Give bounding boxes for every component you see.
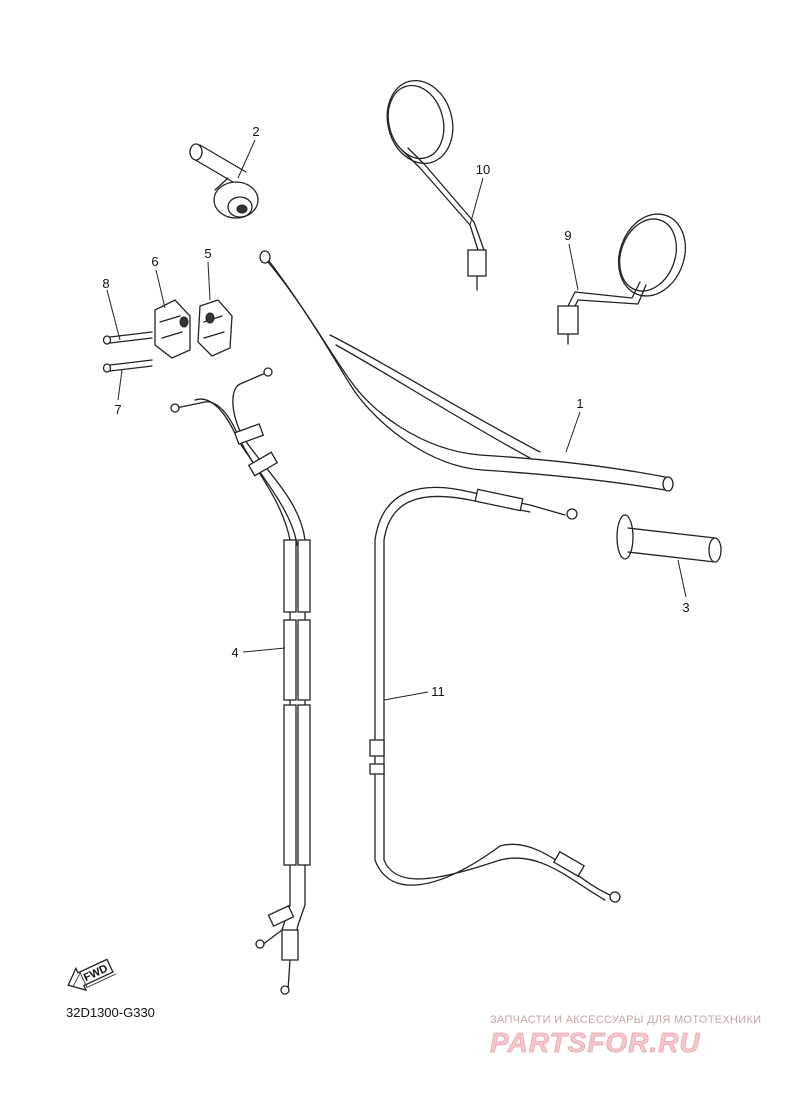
watermark: ЗАПЧАСТИ И АКСЕССУАРЫ ДЛЯ МОТОТЕХНИКИ PA…: [490, 1014, 761, 1058]
callout-5: 5: [204, 246, 211, 261]
callout-1: 1: [576, 396, 583, 411]
callout-11: 11: [431, 684, 445, 699]
fwd-label: FWD: [82, 963, 110, 984]
callout-7: 7: [114, 402, 121, 417]
screws: [102, 331, 153, 373]
right-grip: [616, 514, 722, 563]
callout-3: 3: [682, 600, 689, 615]
callout-2: 2: [252, 124, 259, 139]
diagram-code: 32D1300-G330: [66, 1005, 155, 1020]
callout-6: 6: [151, 254, 158, 269]
callout-8: 8: [102, 276, 109, 291]
clutch-cable: [369, 486, 621, 903]
handlebar: [259, 250, 674, 492]
callout-4: 4: [231, 645, 238, 660]
callout-9: 9: [564, 228, 571, 243]
mirror-left: [386, 79, 487, 291]
leader-lines: [106, 139, 687, 701]
mirror-right: [557, 213, 686, 345]
fwd-arrow: FWD: [67, 958, 117, 992]
throttle-cables: [170, 367, 311, 995]
watermark-logo: PARTSFOR.RU: [490, 1027, 701, 1058]
grip-holder-halves: [154, 299, 233, 359]
callout-10: 10: [476, 162, 490, 177]
watermark-tagline: ЗАПЧАСТИ И АКСЕССУАРЫ ДЛЯ МОТОТЕХНИКИ: [490, 1014, 761, 1026]
throttle-grip: [189, 143, 259, 219]
callout-labels: 1 2 3 4 5 6 7 8 9 10 11: [102, 124, 689, 699]
